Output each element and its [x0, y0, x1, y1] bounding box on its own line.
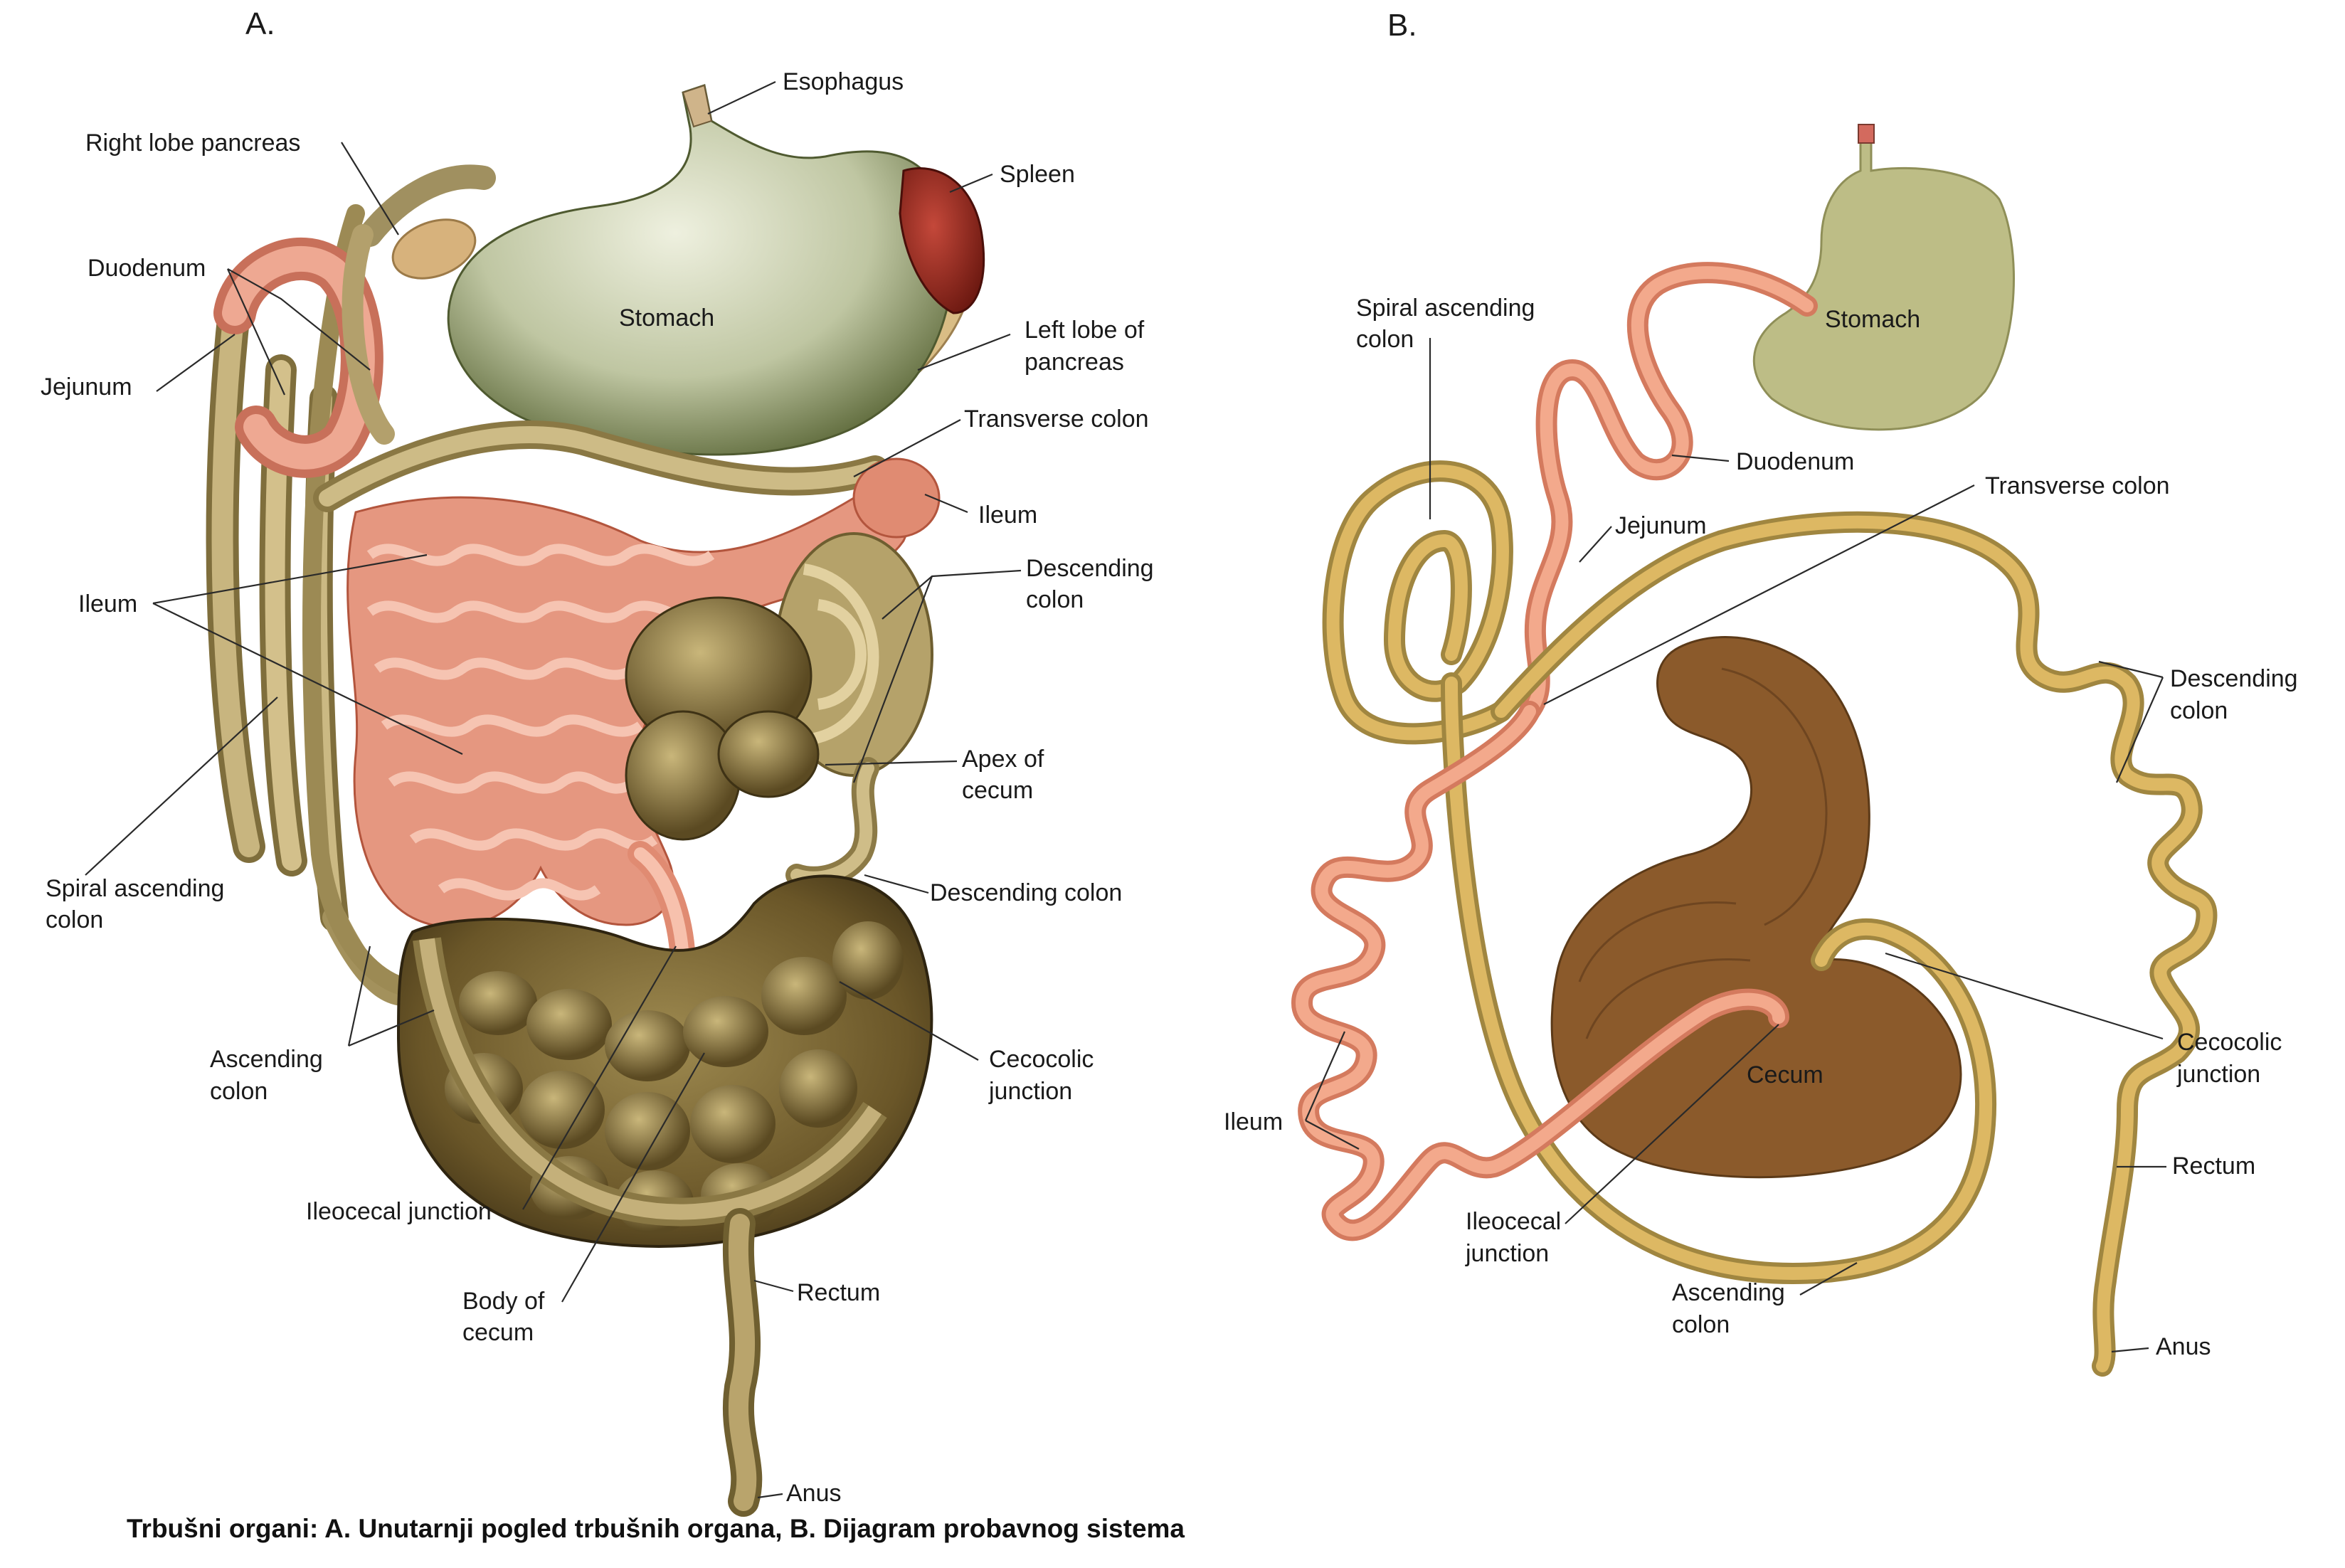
label-ileum-b: Ileum: [1224, 1108, 1283, 1135]
label-cecocolic-b-1: Cecocolic: [2177, 1029, 2282, 1056]
stomach-a-label: Stomach: [619, 304, 714, 332]
label-ascending-a-1: Ascending: [210, 1046, 323, 1073]
label-spiral-b-1: Spiral ascending: [1356, 295, 1535, 322]
label-descending-colon-a-1: Descending: [1026, 555, 1154, 582]
label-esophagus-a: Esophagus: [783, 68, 904, 95]
spiral-ascending-colon-b: [1333, 471, 1503, 733]
label-transverse-colon-b: Transverse colon: [1985, 472, 2170, 499]
label-descending-b-1: Descending: [2170, 665, 2298, 692]
cecum-a: [398, 876, 931, 1246]
label-right-lobe-pancreas-a: Right lobe pancreas: [85, 129, 300, 157]
panel-b-letter: B.: [1387, 8, 1417, 43]
label-transverse-colon-a: Transverse colon: [964, 406, 1149, 433]
panel-a-letter: A.: [245, 6, 275, 41]
cecum-b: Cecum: [1552, 637, 1961, 1177]
label-ascending-a-2: colon: [210, 1078, 268, 1105]
label-spiral-a-2: colon: [46, 906, 103, 933]
label-ileum-right-a: Ileum: [978, 502, 1037, 529]
label-body-a-1: Body of: [462, 1288, 545, 1315]
apex-of-cecum-a: [626, 598, 818, 839]
label-spleen-a: Spleen: [1000, 161, 1075, 188]
label-rectum-a: Rectum: [797, 1279, 880, 1306]
cecum-b-label: Cecum: [1747, 1061, 1823, 1088]
label-cecocolic-a-2: junction: [988, 1078, 1072, 1105]
label-ileocecal-b-1: Ileocecal: [1466, 1208, 1561, 1235]
label-rectum-b: Rectum: [2172, 1153, 2255, 1180]
panel-a: A. Stomach: [41, 6, 1154, 1507]
label-cecocolic-a-1: Cecocolic: [989, 1046, 1094, 1073]
label-body-a-2: cecum: [462, 1319, 534, 1346]
stomach-a: Stomach: [448, 85, 952, 455]
label-cecocolic-b-2: junction: [2176, 1061, 2260, 1088]
label-ascending-b-1: Ascending: [1672, 1279, 1785, 1306]
label-descending-b-2: colon: [2170, 697, 2228, 724]
label-apex-a-1: Apex of: [962, 746, 1044, 773]
label-anus-a: Anus: [786, 1480, 842, 1507]
rectum-a: [739, 1224, 746, 1501]
label-jejunum-a: Jejunum: [41, 374, 132, 401]
stomach-b: Stomach: [1754, 125, 2013, 430]
label-descending-colon-low-a: Descending colon: [930, 879, 1122, 906]
label-ascending-b-2: colon: [1672, 1311, 1730, 1338]
label-left-lobe-a-2: pancreas: [1025, 349, 1124, 376]
label-spiral-a-1: Spiral ascending: [46, 875, 224, 902]
panel-b: B. Stomach Cecum: [1224, 8, 2298, 1366]
label-duodenum-b: Duodenum: [1736, 448, 1854, 475]
label-ileocecal-b-2: junction: [1465, 1240, 1549, 1267]
label-jejunum-b: Jejunum: [1615, 512, 1707, 539]
label-spiral-b-2: colon: [1356, 326, 1414, 353]
label-anus-b: Anus: [2156, 1333, 2211, 1360]
label-ileum-left-a: Ileum: [78, 590, 137, 618]
stomach-b-label: Stomach: [1825, 306, 1920, 333]
label-descending-colon-a-2: colon: [1026, 586, 1084, 613]
label-left-lobe-a-1: Left lobe of: [1025, 317, 1145, 344]
label-ileocecal-a: Ileocecal junction: [306, 1198, 492, 1225]
label-duodenum-a: Duodenum: [88, 255, 206, 282]
label-apex-a-2: cecum: [962, 777, 1033, 804]
figure-caption: Trbušni organi: A. Unutarnji pogled trbu…: [127, 1514, 1185, 1544]
